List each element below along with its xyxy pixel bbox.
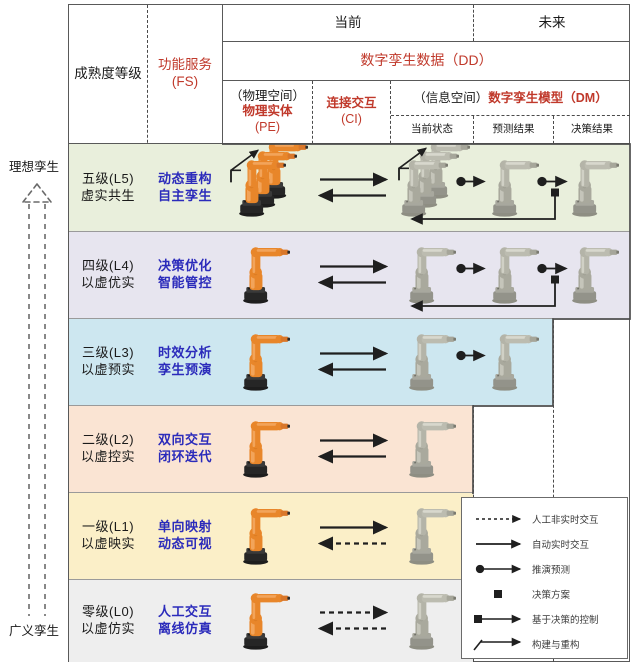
header-pe-name: 物理实体 (242, 104, 293, 119)
level-name-line1: 零级(L0) (81, 604, 135, 620)
level-function-line1: 动态重构 (157, 171, 212, 187)
level-name-line2: 虚实共生 (80, 187, 135, 203)
level-name-l2[interactable]: 二级(L2)以虚控实 (69, 405, 147, 492)
legend-item-3[interactable]: 推演预测 (462, 555, 629, 582)
header-dm-name: 数字孪生模型（DM） (488, 91, 608, 106)
legend-item-5[interactable]: 基于决策的控制 (462, 605, 629, 632)
header-sub-current-state: 当前状态 (411, 122, 453, 135)
header-ci-name: 连接交互 (326, 96, 377, 111)
divider-current-future (473, 5, 474, 41)
legend-box: 人工非实时交互自动实时交互推演预测决策方案基于决策的控制构建与重构 (461, 497, 628, 659)
header-dm-space: （信息空间） (413, 91, 489, 106)
level-function-line2: 自主孪生 (157, 187, 212, 203)
level-name-l4[interactable]: 四级(L4)以虚优实 (69, 231, 147, 318)
level-function-l4[interactable]: 决策优化智能管控 (148, 231, 222, 318)
level-name-l3[interactable]: 三级(L3)以虚预实 (69, 318, 147, 405)
maturity-axis-arrow (22, 183, 52, 616)
legend-label: 决策方案 (532, 589, 571, 601)
header-sub-predicted: 预测结果 (492, 122, 535, 135)
level-name-line2: 以虚控实 (80, 448, 135, 464)
header-ci-block: 连接交互 (CI) (313, 81, 390, 143)
level-name-line1: 三级(L3) (81, 345, 135, 361)
divider-time-row-bottom (223, 41, 630, 42)
divider-dm-sub-top (391, 115, 630, 116)
header-pe-space: （物理空间） (229, 88, 305, 103)
level-function-l1[interactable]: 单向映射动态可视 (148, 492, 222, 579)
level-function-line1: 单向映射 (157, 519, 212, 535)
header-dm-block: （信息空间） 数字孪生模型（DM） (391, 83, 630, 115)
level-function-line1: 时效分析 (157, 345, 212, 361)
level-name-line1: 二级(L2) (81, 432, 135, 448)
level-name-line2: 以虚映实 (80, 535, 135, 551)
legend-item-4[interactable]: 决策方案 (462, 580, 629, 607)
level-function-line2: 闭环迭代 (157, 448, 212, 464)
level-name-line2: 以虚优实 (80, 274, 135, 290)
divider-dd-bottom (223, 80, 630, 81)
header-maturity-level: 成熟度等级 (74, 65, 142, 81)
legend-glyph-dot-arrow-icon (462, 555, 532, 582)
level-row-separator (69, 579, 473, 580)
header-fs-line2: (FS) (171, 74, 199, 89)
level-name-l1[interactable]: 一级(L1)以虚映实 (69, 492, 147, 579)
level-name-line1: 五级(L5) (81, 171, 135, 187)
header-function-service: 功能服务 (FS) (148, 5, 222, 143)
level-function-line2: 智能管控 (157, 274, 212, 290)
legend-label: 基于决策的控制 (532, 614, 599, 626)
header-dd-title: 数字孪生数据（DD） (360, 52, 493, 69)
level-name-line2: 以虚预实 (80, 361, 135, 377)
legend-item-6[interactable]: 构建与重构 (462, 630, 629, 657)
level-function-line2: 孪生预演 (157, 361, 212, 377)
legend-glyph-square-icon (462, 580, 532, 607)
header-pe-block: （物理空间） 物理实体 (PE) (223, 81, 312, 143)
header-sub-decision: 决策结果 (571, 122, 613, 135)
header-time-current: 当前 (334, 14, 362, 30)
legend-label: 推演预测 (532, 564, 571, 576)
header-pe-abbr: (PE) (255, 119, 280, 134)
level-function-l0[interactable]: 人工交互离线仿真 (148, 579, 222, 662)
level-function-l2[interactable]: 双向交互闭环迭代 (148, 405, 222, 492)
header-time-future: 未来 (538, 14, 566, 30)
legend-label: 构建与重构 (532, 639, 580, 651)
level-name-line2: 以虚仿实 (80, 620, 135, 636)
level-function-line1: 决策优化 (157, 258, 212, 274)
axis-bottom-label: 广义孪生 (8, 624, 59, 638)
legend-item-2[interactable]: 自动实时交互 (462, 530, 629, 557)
level-function-line2: 动态可视 (157, 535, 212, 551)
level-function-l5[interactable]: 动态重构自主孪生 (148, 144, 222, 231)
legend-glyph-square-line-arrow-icon (462, 605, 532, 632)
level-name-line1: 四级(L4) (81, 258, 135, 274)
level-name-l5[interactable]: 五级(L5)虚实共生 (69, 144, 147, 231)
level-name-l0[interactable]: 零级(L0)以虚仿实 (69, 579, 147, 662)
legend-glyph-solid-arrow-icon (462, 530, 532, 557)
legend-label: 自动实时交互 (532, 539, 590, 551)
header-ci-abbr: (CI) (341, 112, 362, 126)
legend-item-1[interactable]: 人工非实时交互 (462, 505, 629, 532)
legend-label: 人工非实时交互 (532, 514, 599, 526)
level-function-line1: 人工交互 (157, 604, 212, 620)
legend-glyph-dashed-arrow-icon (462, 505, 532, 532)
axis-top-label: 理想孪生 (8, 160, 59, 174)
header-fs-line1: 功能服务 (158, 57, 212, 73)
level-function-line2: 离线仿真 (157, 620, 212, 636)
legend-glyph-tick-arrow-icon (462, 630, 532, 657)
level-function-l3[interactable]: 时效分析孪生预演 (148, 318, 222, 405)
level-name-line1: 一级(L1) (81, 519, 135, 535)
level-function-line1: 双向交互 (157, 432, 212, 448)
